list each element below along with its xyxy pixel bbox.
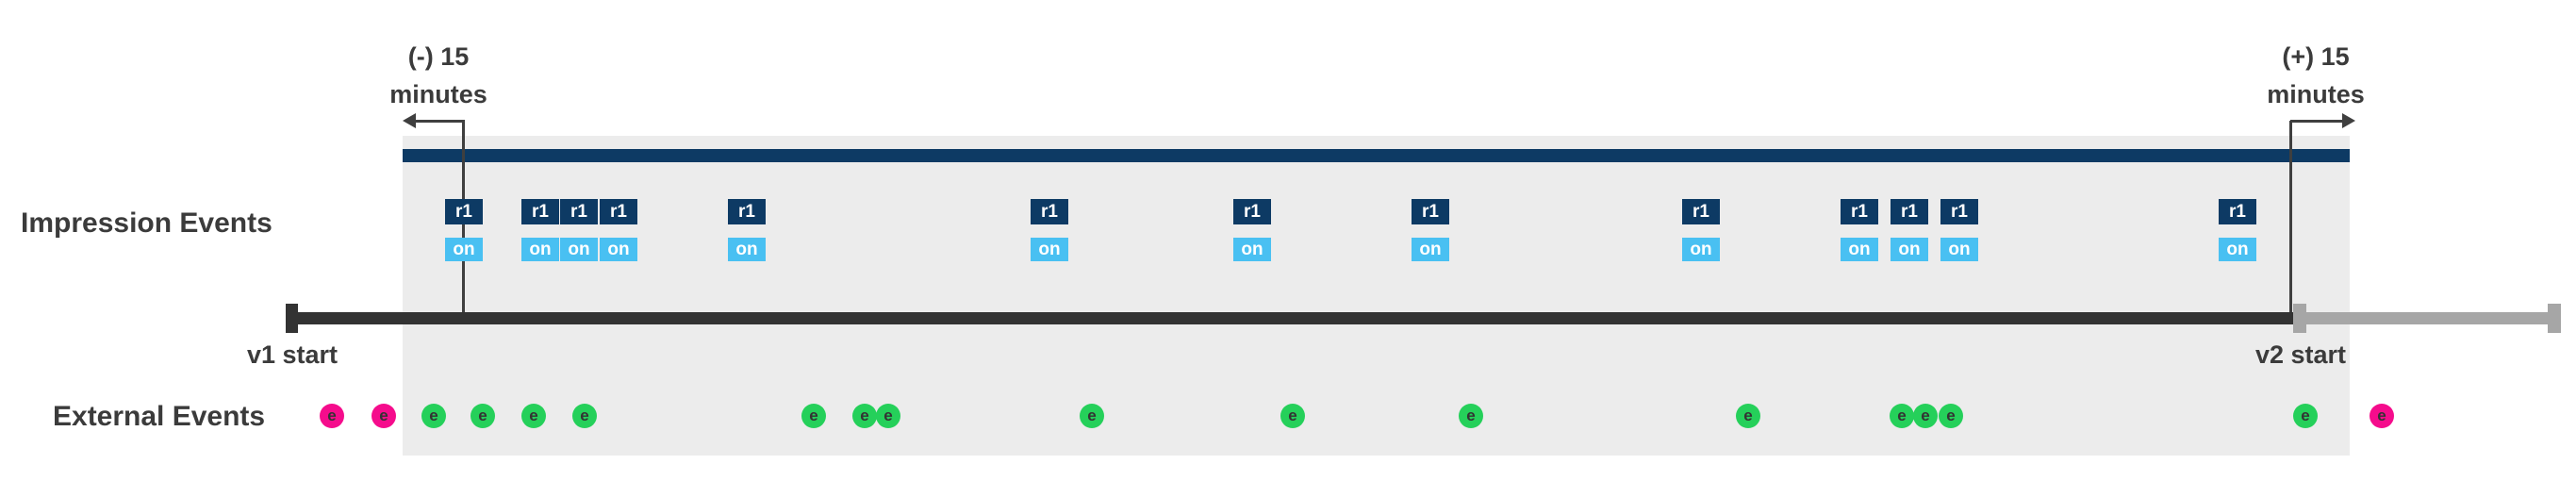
external-event-dot-pink: e (2370, 404, 2394, 428)
external-event-dot-green: e (471, 404, 495, 428)
external-event-dot-green: e (521, 404, 546, 428)
impression-state-on: on (1940, 238, 1978, 261)
external-events-label: External Events (53, 401, 266, 432)
impression-box-r1: r1 (521, 199, 559, 224)
timeline-v1-segment (286, 312, 2293, 324)
impression-state-on: on (728, 238, 766, 261)
external-event-dot-green: e (1913, 404, 1938, 428)
timeline-v2-start-cap (2293, 304, 2306, 333)
external-event-dot-green: e (1280, 404, 1305, 428)
external-event-dot-pink: e (320, 404, 344, 428)
impression-state-on: on (1233, 238, 1271, 261)
plus-15-minutes-label: (+) 15 minutes (2212, 38, 2419, 113)
timeline-v2-segment (2293, 312, 2561, 324)
external-event-dot-green: e (1890, 404, 1914, 428)
minus-15-minutes-label: (-) 15 minutes (335, 38, 542, 113)
minus-15-line2: minutes (389, 80, 487, 108)
impression-state-on: on (445, 238, 483, 261)
v1-start-label: v1 start (246, 340, 339, 369)
right-arrowhead-icon (2342, 113, 2355, 128)
impression-state-on: on (1031, 238, 1068, 261)
timeline-end-cap (2548, 304, 2561, 333)
impression-box-r1: r1 (1412, 199, 1449, 224)
observation-window-band (403, 136, 2350, 456)
impression-box-r1: r1 (1682, 199, 1720, 224)
plus-15-line2: minutes (2267, 80, 2365, 108)
impression-box-r1: r1 (445, 199, 483, 224)
impression-events-label: Impression Events (21, 207, 272, 239)
impression-state-on: on (1412, 238, 1449, 261)
impression-state-on: on (521, 238, 559, 261)
impression-state-on: on (1891, 238, 1928, 261)
campaign-bar (403, 149, 2350, 162)
external-event-dot-green: e (1736, 404, 1760, 428)
external-event-dot-green: e (1080, 404, 1104, 428)
impression-box-r1: r1 (1891, 199, 1928, 224)
external-event-dot-green: e (852, 404, 877, 428)
impression-box-r1: r1 (1031, 199, 1068, 224)
external-event-dot-green: e (572, 404, 597, 428)
external-event-dot-green: e (1459, 404, 1483, 428)
external-event-dot-pink: e (372, 404, 396, 428)
timeline-v1-start-cap (286, 304, 298, 333)
impression-state-on: on (560, 238, 598, 261)
minus-15-line1: (-) 15 (407, 42, 470, 71)
v2-start-label: v2 start (2254, 340, 2347, 369)
external-event-dot-green: e (1939, 404, 1963, 428)
plus-15-arrow-line (2290, 120, 2343, 123)
external-event-dot-green: e (801, 404, 826, 428)
external-event-dot-green: e (421, 404, 446, 428)
impression-box-r1: r1 (1940, 199, 1978, 224)
impression-state-on: on (1841, 238, 1878, 261)
plus-15-line1: (+) 15 (2282, 42, 2350, 71)
impression-state-on: on (1682, 238, 1720, 261)
impression-box-r1: r1 (1233, 199, 1271, 224)
impression-state-on: on (600, 238, 637, 261)
impression-state-on: on (2219, 238, 2256, 261)
impression-box-r1: r1 (1841, 199, 1878, 224)
impression-box-r1: r1 (560, 199, 598, 224)
left-arrowhead-icon (403, 113, 416, 128)
minus-15-arrow-line (413, 120, 465, 123)
impression-box-r1: r1 (600, 199, 637, 224)
plus-15-marker-line (2289, 121, 2292, 314)
external-event-dot-green: e (2293, 404, 2318, 428)
impression-box-r1: r1 (2219, 199, 2256, 224)
impression-box-r1: r1 (728, 199, 766, 224)
external-event-dot-green: e (876, 404, 900, 428)
